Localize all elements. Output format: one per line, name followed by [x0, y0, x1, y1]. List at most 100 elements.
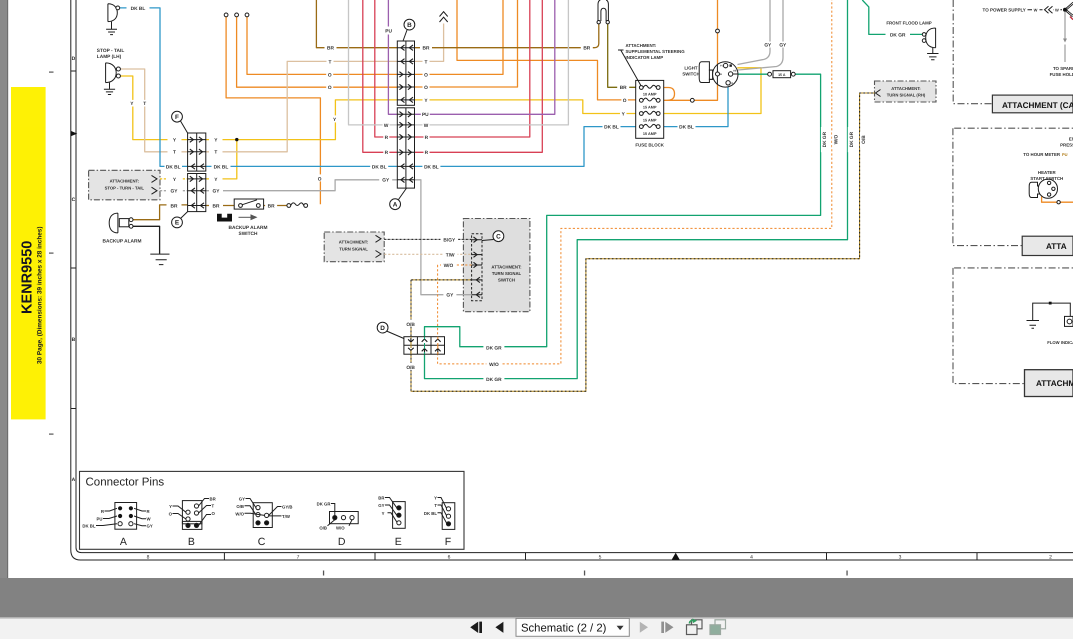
svg-text:ATTACHMENT:: ATTACHMENT: [491, 265, 522, 270]
svg-text:5: 5 [599, 555, 602, 561]
svg-text:FLOW INDICA: FLOW INDICA [1047, 340, 1073, 345]
svg-text:TO HOUR METER: TO HOUR METER [1023, 152, 1061, 157]
svg-text:ATTACHMENT (CA: ATTACHMENT (CA [1002, 101, 1073, 110]
svg-text:O: O [623, 98, 627, 104]
svg-text:Y: Y [173, 177, 177, 183]
svg-text:DK GR: DK GR [822, 131, 828, 147]
svg-text:O: O [318, 177, 322, 183]
svg-text:8: 8 [147, 555, 150, 561]
svg-text:GY: GY [779, 42, 787, 48]
svg-text:W: W [1055, 8, 1059, 13]
svg-text:15 A: 15 A [778, 73, 786, 77]
svg-text:10 AMP: 10 AMP [643, 92, 657, 96]
svg-text:BR: BR [327, 46, 334, 52]
svg-text:BR: BR [620, 85, 627, 91]
svg-text:FRONT FLOOD LAMP: FRONT FLOOD LAMP [886, 20, 931, 25]
svg-text:HEATER: HEATER [1038, 170, 1057, 175]
svg-text:FUSE BLOCK: FUSE BLOCK [635, 142, 664, 147]
svg-text:PU: PU [1062, 152, 1068, 157]
svg-text:PU: PU [385, 29, 392, 35]
svg-text:R: R [731, 82, 733, 85]
svg-text:LIGHT: LIGHT [684, 66, 697, 71]
svg-text:BR: BR [378, 496, 385, 501]
svg-text:O/B: O/B [861, 135, 867, 144]
svg-text:TURN SIGNAL: TURN SIGNAL [339, 247, 368, 252]
svg-text:O: O [169, 512, 173, 517]
svg-text:TO SPARE: TO SPARE [1053, 66, 1073, 71]
svg-text:R: R [385, 150, 389, 156]
svg-text:SWITCH: SWITCH [498, 278, 515, 283]
svg-text:O: O [328, 85, 332, 91]
svg-text:B: B [72, 337, 76, 343]
svg-text:STOP - TURN - TAIL: STOP - TURN - TAIL [105, 186, 145, 191]
svg-text:SWITCH: SWITCH [239, 231, 258, 237]
svg-text:7: 7 [297, 555, 300, 561]
svg-text:E: E [175, 220, 180, 227]
svg-text:DK BL: DK BL [604, 125, 619, 131]
svg-text:DK BL: DK BL [214, 164, 229, 170]
svg-text:C: C [496, 234, 501, 241]
svg-text:DK GR: DK GR [890, 32, 906, 38]
svg-text:Y: Y [333, 117, 337, 123]
svg-text:A: A [393, 202, 398, 209]
svg-text:BR: BR [210, 497, 217, 502]
svg-text:PU: PU [422, 112, 429, 118]
svg-text:C: C [258, 536, 266, 548]
svg-text:R: R [425, 150, 429, 156]
svg-text:ATTA: ATTA [1046, 242, 1067, 251]
svg-text:Y: Y [382, 511, 385, 516]
svg-text:Y: Y [130, 101, 134, 107]
svg-text:GY: GY [239, 497, 245, 502]
svg-text:Y: Y [173, 138, 177, 144]
svg-text:R: R [425, 135, 429, 141]
svg-text:15 AMP: 15 AMP [643, 132, 657, 136]
svg-text:W/O: W/O [489, 362, 499, 368]
svg-text:BACKUP ALARM: BACKUP ALARM [103, 239, 142, 245]
svg-text:T: T [434, 503, 437, 508]
svg-text:O/B: O/B [236, 504, 244, 509]
svg-text:W/O: W/O [833, 135, 839, 145]
svg-text:DK BL: DK BL [131, 6, 146, 12]
svg-text:DK BL: DK BL [166, 164, 181, 170]
svg-text:O/B: O/B [406, 365, 415, 371]
svg-text:O/B: O/B [319, 526, 327, 531]
svg-text:DK BL: DK BL [372, 164, 387, 170]
svg-text:Connector Pins: Connector Pins [86, 477, 165, 489]
svg-text:ATTACHMENT:: ATTACHMENT: [891, 86, 920, 91]
svg-text:T: T [214, 150, 217, 156]
svg-text:PRESS: PRESS [1060, 143, 1073, 148]
svg-text:B/GY: B/GY [443, 238, 456, 244]
svg-text:GY: GY [764, 42, 772, 48]
svg-text:FUSE HOLD: FUSE HOLD [1050, 72, 1073, 77]
svg-text:TURN SIGNAL: TURN SIGNAL [492, 271, 522, 276]
svg-text:SUPPLEMENTAL STEERING: SUPPLEMENTAL STEERING [626, 49, 686, 54]
svg-text:A: A [120, 536, 127, 548]
svg-text:E: E [395, 536, 402, 548]
svg-text:T/W: T/W [446, 253, 455, 259]
svg-text:T/W: T/W [282, 514, 291, 519]
svg-text:3: 3 [899, 555, 902, 561]
svg-text:DK GR: DK GR [849, 131, 855, 147]
svg-text:HE: HE [733, 70, 737, 73]
svg-text:B: B [188, 536, 195, 548]
svg-text:6: 6 [448, 555, 451, 561]
svg-text:ATTACHMENT:: ATTACHMENT: [339, 240, 368, 245]
svg-text:EN: EN [1069, 137, 1073, 142]
svg-text:GY: GY [213, 189, 221, 195]
svg-text:START SWITCH: START SWITCH [1030, 176, 1063, 181]
svg-text:ATTACHMENT:: ATTACHMENT: [110, 178, 139, 183]
svg-text:DK GR: DK GR [486, 346, 502, 352]
svg-text:A: A [72, 477, 76, 483]
svg-text:R: R [101, 509, 105, 514]
svg-text:BR: BR [268, 203, 275, 209]
svg-text:T: T [143, 101, 146, 107]
svg-text:O: O [424, 72, 428, 78]
svg-text:ATTACHM: ATTACHM [1036, 379, 1073, 388]
svg-text:W: W [384, 123, 389, 129]
svg-text:DK BL: DK BL [424, 164, 439, 170]
svg-text:GY: GY [382, 178, 390, 184]
svg-text:O: O [424, 85, 428, 91]
svg-text:O: O [212, 511, 216, 516]
svg-text:LAMP (LH): LAMP (LH) [97, 54, 122, 60]
svg-text:FO: FO [720, 65, 723, 68]
